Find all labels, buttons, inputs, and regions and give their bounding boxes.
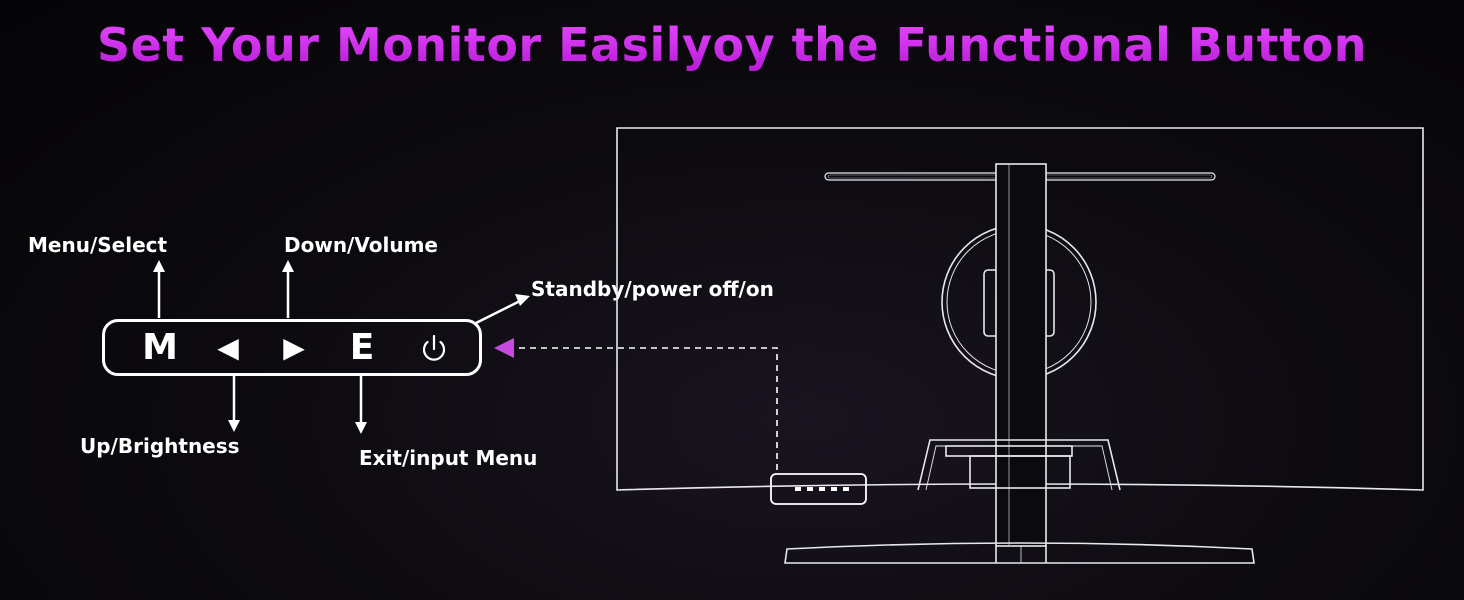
power-icon bbox=[411, 322, 457, 373]
monitor-illustration bbox=[616, 127, 1424, 564]
arrow-exit-input bbox=[355, 376, 367, 434]
monitor-button-strip bbox=[770, 473, 867, 505]
button-panel: M ◀ ▶ E bbox=[102, 319, 482, 376]
right-triangle-icon: ▶ bbox=[283, 331, 305, 364]
label-exit-input: Exit/input Menu bbox=[359, 446, 538, 470]
arrow-standby bbox=[475, 294, 530, 325]
arrow-up-brightness bbox=[228, 376, 240, 432]
arrow-down-volume bbox=[282, 260, 294, 318]
dashed-connector bbox=[494, 338, 778, 470]
arrow-menu-select bbox=[153, 260, 165, 318]
label-menu-select: Menu/Select bbox=[28, 233, 168, 257]
label-standby: Standby/power off/on bbox=[531, 277, 774, 301]
page-title: Set Your Monitor Easilyoy the Functional… bbox=[0, 18, 1464, 72]
label-down-volume: Down/Volume bbox=[284, 233, 438, 257]
left-triangle-icon: ◀ bbox=[217, 331, 239, 364]
exit-e-icon: E bbox=[349, 327, 375, 368]
label-up-brightness: Up/Brightness bbox=[80, 434, 240, 458]
menu-m-icon: M bbox=[142, 327, 178, 368]
